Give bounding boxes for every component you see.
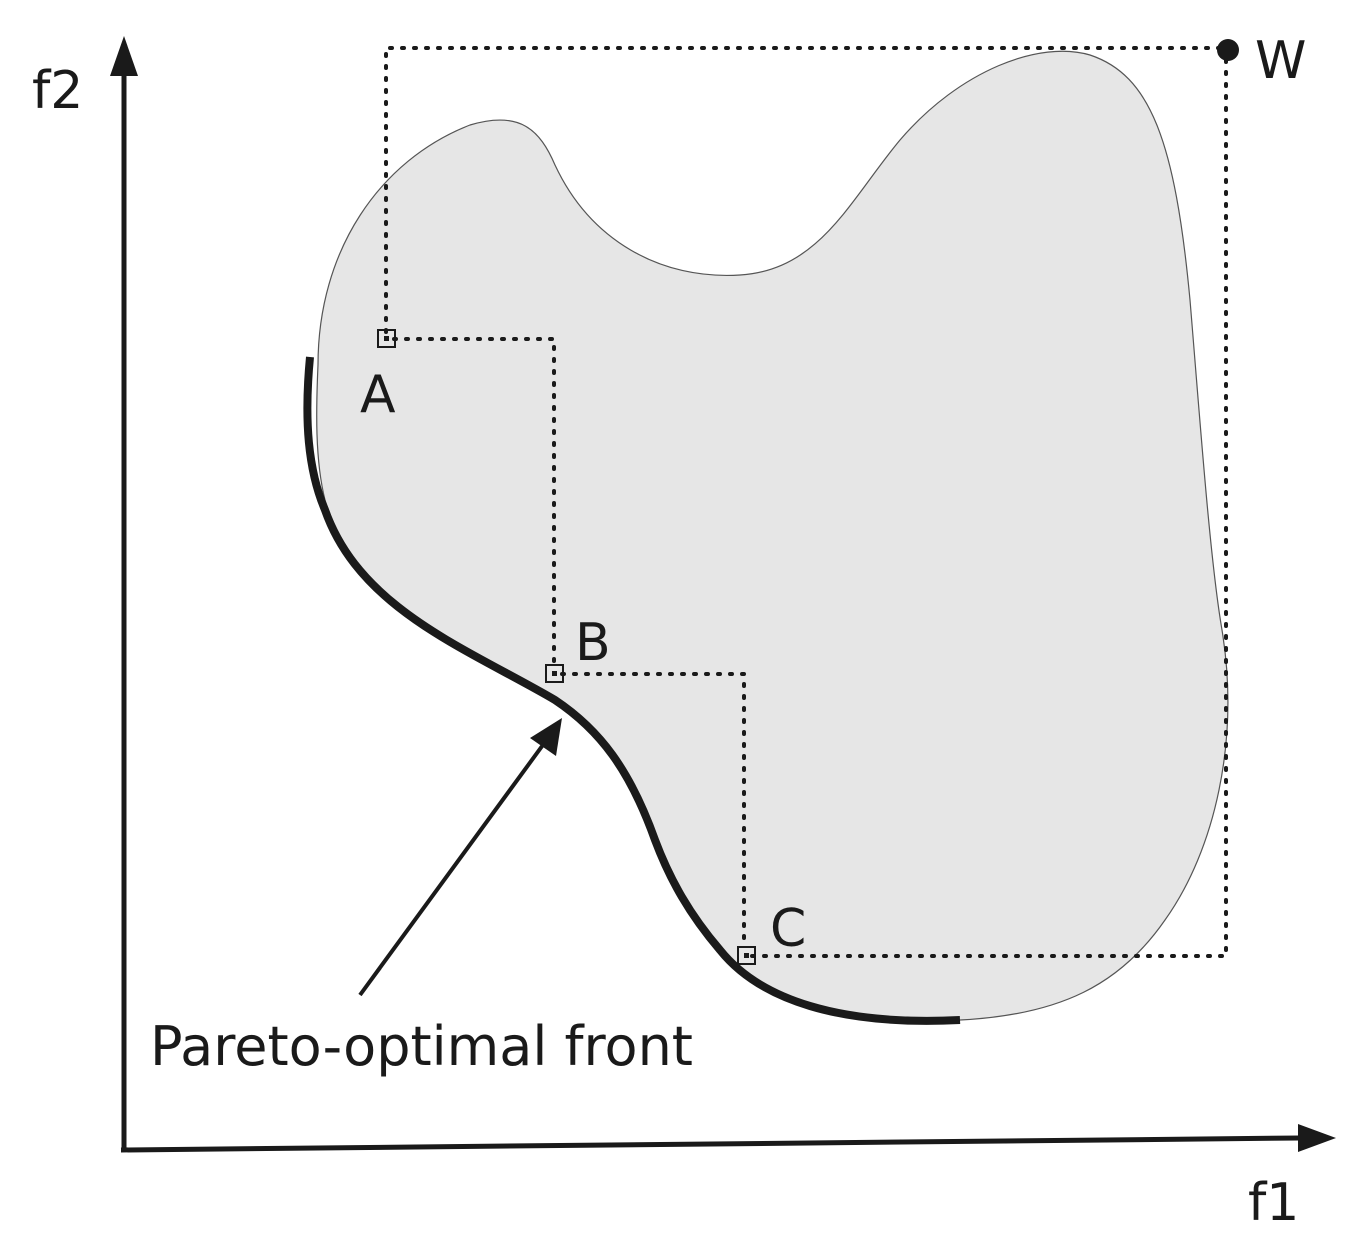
annotation-arrow-line — [358, 736, 550, 997]
dominance-boundary-bc — [560, 672, 746, 950]
pareto-front-curve — [303, 356, 961, 1025]
point-b-marker — [545, 664, 564, 683]
dominance-boundary-ab — [392, 337, 556, 668]
point-c-marker — [737, 946, 756, 965]
y-axis-arrow-icon — [110, 36, 138, 76]
y-axis-label: f2 — [32, 61, 83, 121]
pareto-front-label: Pareto-optimal front — [150, 1015, 693, 1078]
x-axis-label: f1 — [1248, 1173, 1299, 1233]
annotation-arrow-head — [530, 718, 562, 756]
point-w-marker — [1217, 39, 1239, 61]
point-b-label: B — [575, 613, 611, 673]
point-a-marker — [377, 329, 396, 348]
point-a-label: A — [360, 365, 396, 425]
point-w-label: W — [1255, 31, 1306, 91]
dominance-boundary-cw — [750, 50, 1228, 958]
feasible-region — [316, 50, 1229, 1022]
point-c-label: C — [770, 899, 806, 959]
dominance-boundary-a — [384, 46, 1228, 334]
x-axis-arrow-icon — [1298, 1124, 1336, 1152]
x-axis — [120, 1135, 1301, 1153]
